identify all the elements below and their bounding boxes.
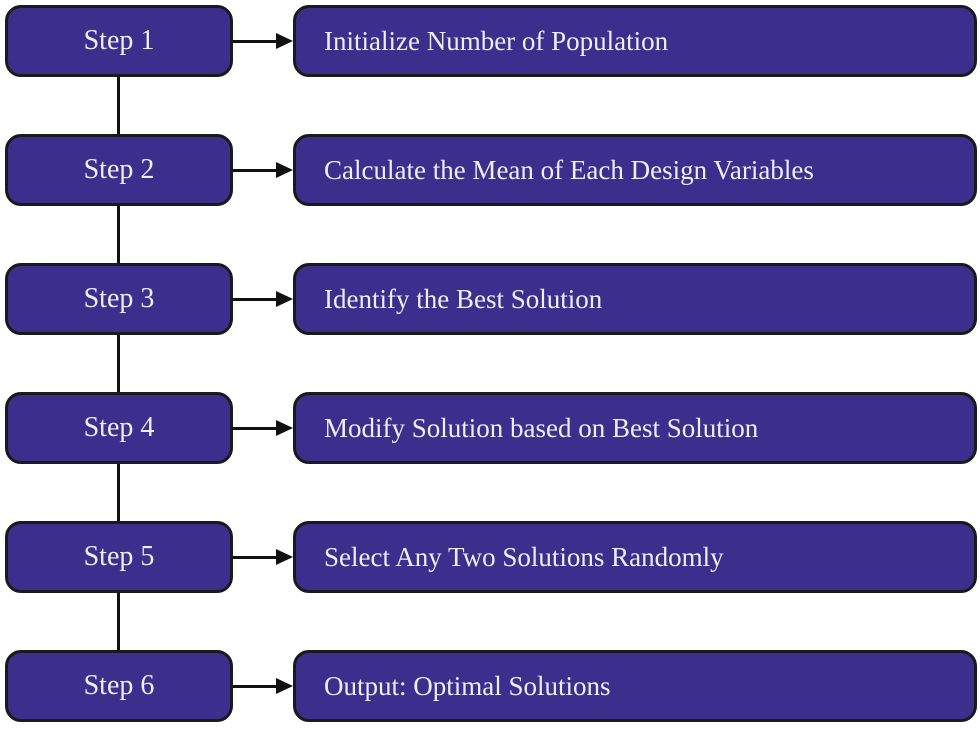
description-label: Identify the Best Solution	[324, 283, 603, 314]
arrow-right-icon	[233, 134, 293, 206]
arrow-line	[233, 297, 276, 301]
step-label: Step 4	[83, 412, 155, 443]
flow-row-2: Step 2 Calculate the Mean of Each Design…	[0, 134, 980, 206]
arrow-head	[276, 678, 293, 694]
connector-line	[117, 430, 120, 559]
step-label: Step 2	[83, 154, 155, 185]
connector-line	[117, 170, 120, 299]
arrow-head	[276, 420, 293, 436]
arrow-line	[233, 39, 276, 43]
step-label: Step 6	[83, 670, 155, 701]
description-box-3: Identify the Best Solution	[293, 263, 977, 335]
flow-row-3: Step 3 Identify the Best Solution	[0, 263, 980, 335]
arrow-right-icon	[233, 521, 293, 593]
flow-row-6: Step 6 Output: Optimal Solutions	[0, 650, 980, 722]
description-box-1: Initialize Number of Population	[293, 5, 977, 77]
description-box-2: Calculate the Mean of Each Design Variab…	[293, 134, 977, 206]
description-label: Output: Optimal Solutions	[324, 670, 611, 701]
description-label: Modify Solution based on Best Solution	[324, 412, 759, 443]
flow-row-5: Step 5 Select Any Two Solutions Randomly	[0, 521, 980, 593]
arrow-head	[276, 291, 293, 307]
connector-line	[117, 41, 120, 170]
step-box-2: Step 2	[5, 134, 233, 206]
step-box-6: Step 6	[5, 650, 233, 722]
step-box-3: Step 3	[5, 263, 233, 335]
description-label: Initialize Number of Population	[324, 25, 669, 56]
arrow-line	[233, 168, 276, 172]
step-label: Step 3	[83, 283, 155, 314]
arrow-right-icon	[233, 5, 293, 77]
step-label: Step 1	[83, 25, 155, 56]
arrow-right-icon	[233, 263, 293, 335]
step-label: Step 5	[83, 541, 155, 572]
flow-row-4: Step 4 Modify Solution based on Best Sol…	[0, 392, 980, 464]
description-label: Calculate the Mean of Each Design Variab…	[324, 154, 814, 185]
connector-line	[117, 559, 120, 688]
flow-row-1: Step 1 Initialize Number of Population	[0, 5, 980, 77]
arrow-line	[233, 426, 276, 430]
description-box-6: Output: Optimal Solutions	[293, 650, 977, 722]
arrow-line	[233, 555, 276, 559]
arrow-head	[276, 549, 293, 565]
step-box-1: Step 1	[5, 5, 233, 77]
step-box-5: Step 5	[5, 521, 233, 593]
description-box-4: Modify Solution based on Best Solution	[293, 392, 977, 464]
connector-line	[117, 300, 120, 429]
description-box-5: Select Any Two Solutions Randomly	[293, 521, 977, 593]
arrow-right-icon	[233, 392, 293, 464]
arrow-head	[276, 162, 293, 178]
arrow-line	[233, 684, 276, 688]
description-label: Select Any Two Solutions Randomly	[324, 541, 724, 572]
arrow-right-icon	[233, 650, 293, 722]
arrow-head	[276, 33, 293, 49]
step-box-4: Step 4	[5, 392, 233, 464]
